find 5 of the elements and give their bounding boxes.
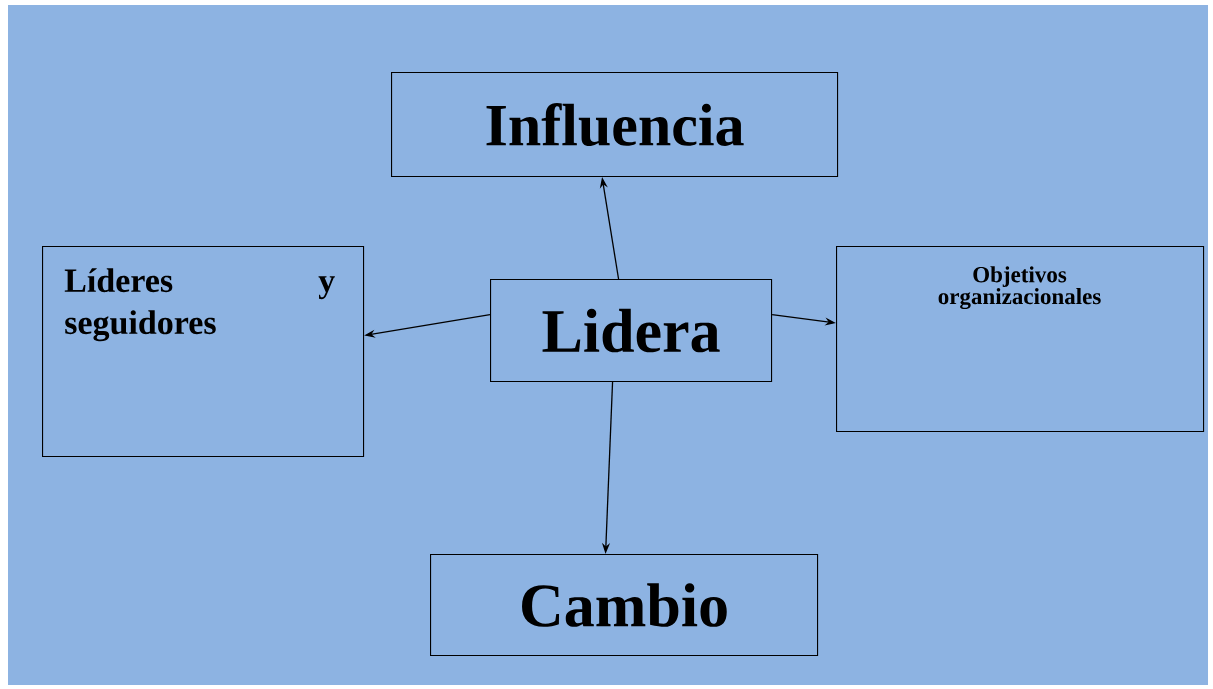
- text-box: Lidera: [490, 279, 773, 383]
- text-box: Objetivos organizacionales: [836, 246, 1205, 433]
- text-box: Cambio: [430, 554, 819, 657]
- text-box: Líderes y seguidores: [42, 246, 365, 458]
- text-box: Influencia: [391, 72, 839, 178]
